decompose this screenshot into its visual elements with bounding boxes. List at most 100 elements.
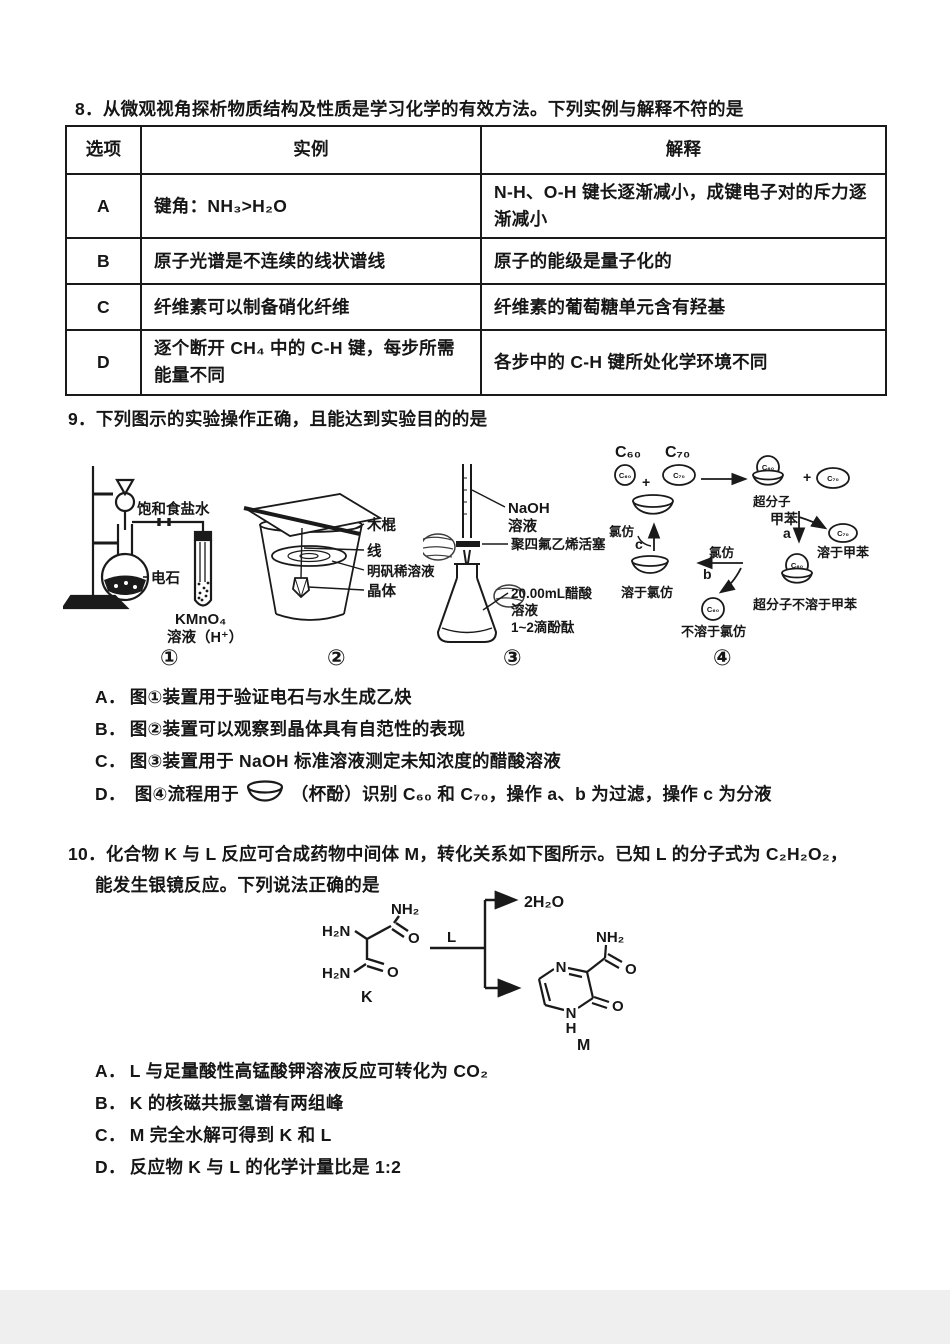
fig2-label-crystal: 晶体 bbox=[367, 582, 396, 600]
fig2-crystal-beaker-diagram: 木棍 线 明矾稀溶液 晶体 bbox=[243, 493, 435, 621]
fig3-label-naoh: NaOH bbox=[508, 500, 550, 517]
fig4-op-c: c bbox=[635, 536, 643, 552]
q10-number: 10． bbox=[68, 844, 106, 864]
c70-glyph: C₇₀ bbox=[827, 474, 839, 483]
c60-insoluble bbox=[701, 597, 725, 621]
option-key: B． bbox=[95, 1093, 126, 1113]
m-ring-h: H bbox=[566, 1020, 577, 1037]
q10-text-line1: 化合物 K 与 L 反应可合成药物中间体 M，转化关系如下图所示。已知 L 的分… bbox=[105, 844, 848, 864]
fig3-titration-diagram: NaOH 溶液 聚四氟乙烯活塞 20.00mL醋酸 溶液 1~2滴酚酞 bbox=[423, 464, 606, 643]
k-oxygen-top: O bbox=[408, 930, 420, 947]
k-oxygen-bottom: O bbox=[387, 964, 399, 981]
cup-phenol-icon bbox=[246, 780, 283, 802]
carbide-liquid bbox=[104, 575, 146, 595]
q8-header-example: 实例 bbox=[140, 125, 482, 175]
q10-option-d: D．反应物 K 与 L 的化学计量比是 1:2 bbox=[95, 1154, 401, 1179]
reagent-l-label: L bbox=[447, 929, 456, 946]
q8-number: 8． bbox=[75, 99, 103, 119]
fig1-label-kmno4: KMnO₄ bbox=[175, 611, 226, 628]
burette-tip bbox=[463, 549, 471, 564]
fig4-op-b: b bbox=[703, 566, 712, 582]
acid-liquid bbox=[441, 627, 493, 634]
k-h2n-left: H₂N bbox=[322, 923, 350, 940]
option-key: B． bbox=[95, 719, 126, 739]
option-text: M 完全水解可得到 K 和 L bbox=[129, 1125, 332, 1145]
plus-sign: + bbox=[642, 474, 650, 490]
fig1-label-carbide: 电石 bbox=[151, 569, 180, 587]
q9-option-a: A．图①装置用于验证电石与水生成乙炔 bbox=[95, 684, 412, 709]
cup-in-chloroform bbox=[631, 555, 669, 567]
fig4-label-toluene: 甲苯 bbox=[770, 511, 799, 527]
fig4-c70-title: C₇₀ bbox=[665, 444, 690, 461]
q9-number: 9． bbox=[68, 409, 96, 429]
m-label: M bbox=[577, 1037, 590, 1054]
stand-base bbox=[63, 594, 130, 610]
glass-plate bbox=[245, 493, 383, 537]
q8-cell-b-option: B bbox=[65, 237, 142, 286]
q9-option-d: D． 图④流程用于 （杯酚）识别 C₆₀ 和 C₇₀，操作 a、b 为过滤，操作… bbox=[95, 778, 772, 809]
fig2-label-alum: 明矾稀溶液 bbox=[367, 563, 435, 579]
wooden-stick bbox=[243, 506, 361, 536]
q8-cell-c-option: C bbox=[65, 283, 142, 332]
water-product: 2H₂O bbox=[524, 894, 564, 911]
c60-molecule bbox=[614, 464, 636, 486]
q8-text: 从微观视角探析物质结构及性质是学习化学的有效方法。下列实例与解释不符的是 bbox=[102, 99, 744, 119]
q8-cell-d-explain: 各步中的 C-H 键所处化学环境不同 bbox=[480, 329, 887, 396]
c70-free bbox=[816, 467, 850, 489]
calixarene-cup bbox=[632, 494, 674, 508]
m-ring-n-bottom: N bbox=[566, 1005, 577, 1022]
compound-k-structure bbox=[353, 915, 409, 973]
c70-molecule bbox=[662, 464, 696, 486]
option-text-post: （杯酚）识别 C₆₀ 和 C₇₀，操作 a、b 为过滤，操作 c 为分液 bbox=[290, 784, 772, 804]
c70-glyph: C₇₀ bbox=[673, 471, 685, 480]
fig4-label-supra-insoluble: 超分子不溶于甲苯 bbox=[753, 597, 858, 612]
q8-cell-b-example: 原子光谱是不连续的线状谱线 bbox=[140, 237, 482, 286]
fig4-op-a: a bbox=[783, 525, 791, 541]
left-hand bbox=[423, 533, 456, 561]
q8-cell-a-explain: N-H、O-H 键长逐渐减小，成键电子对的斥力逐渐减小 bbox=[480, 172, 887, 240]
k-nh2-top: NH₂ bbox=[391, 901, 419, 918]
q8-cell-c-example: 纤维素可以制备硝化纤维 bbox=[140, 283, 482, 332]
option-text: L 与足量酸性高锰酸钾溶液反应可转化为 CO₂ bbox=[129, 1061, 489, 1081]
fig3-label-acid-solution: 溶液 bbox=[511, 602, 539, 618]
option-text-pre: 图④流程用于 bbox=[134, 784, 239, 804]
fig4-label-supramolecule: 超分子 bbox=[752, 494, 791, 509]
reaction-arrows bbox=[430, 890, 522, 998]
q10-option-a: A．L 与足量酸性高锰酸钾溶液反应可转化为 CO₂ bbox=[95, 1058, 488, 1083]
c60-glyph: C₆₀ bbox=[707, 605, 719, 614]
compound-m-structure bbox=[537, 944, 623, 1012]
m-ring-n-top: N bbox=[556, 959, 567, 976]
table-row: D 逐个断开 CH₄ 中的 C-H 键，每步所需能量不同 各步中的 C-H 键所… bbox=[65, 329, 887, 396]
q8-header-option: 选项 bbox=[65, 125, 142, 175]
option-key: A． bbox=[95, 687, 126, 707]
beaker bbox=[259, 523, 277, 615]
thread bbox=[300, 527, 303, 579]
fig2-label-stick: 木棍 bbox=[366, 516, 396, 534]
option-text: 图①装置用于验证电石与水生成乙炔 bbox=[129, 687, 412, 707]
q8-table: 选项 实例 解释 A 键角：NH₃>H₂O N-H、O-H 键长逐渐减小，成键电… bbox=[65, 125, 887, 396]
fig4-c60-c70-flowchart: C₆₀ C₇₀ C₆₀ C₇₀ + C₆₀ + C₇₀ 超分子 甲苯 a C₇₀… bbox=[609, 444, 870, 639]
solution-surface bbox=[271, 545, 347, 567]
fig4-caption: ④ bbox=[713, 645, 732, 670]
q8-table-header-row: 选项 实例 解释 bbox=[65, 125, 887, 175]
flask-neck bbox=[456, 564, 478, 578]
test-tube bbox=[193, 540, 213, 607]
right-hand bbox=[493, 584, 525, 608]
k-label: K bbox=[361, 989, 373, 1006]
option-text: 图②装置可以观察到晶体具有自范性的表现 bbox=[129, 719, 466, 739]
q10-question-line2: 能发生银镜反应。下列说法正确的是 bbox=[95, 875, 380, 895]
option-key: C． bbox=[95, 751, 126, 771]
fig3-label-acid: 20.00mL醋酸 bbox=[511, 585, 593, 601]
c60-glyph: C₆₀ bbox=[791, 561, 803, 570]
q8-header-explain: 解释 bbox=[480, 125, 887, 175]
fig4-label-chloroform-b: 氯仿 bbox=[709, 545, 735, 560]
q9-question-line: 9．下列图示的实验操作正确，且能达到实验目的的是 bbox=[68, 406, 487, 431]
option-text: 反应物 K 与 L 的化学计量比是 1:2 bbox=[129, 1157, 402, 1177]
fig1-label-kmno4-solution: 溶液（H⁺） bbox=[167, 628, 243, 646]
kmno4-solution-dots bbox=[197, 581, 210, 602]
test-tube-stopper bbox=[193, 530, 213, 542]
q10-option-b: B．K 的核磁共振氢谱有两组峰 bbox=[95, 1090, 344, 1115]
c60-glyph: C₆₀ bbox=[619, 471, 631, 480]
m-oxygen-amide: O bbox=[625, 961, 637, 978]
q9-option-c: C．图③装置用于 NaOH 标准溶液测定未知浓度的醋酸溶液 bbox=[95, 748, 561, 773]
